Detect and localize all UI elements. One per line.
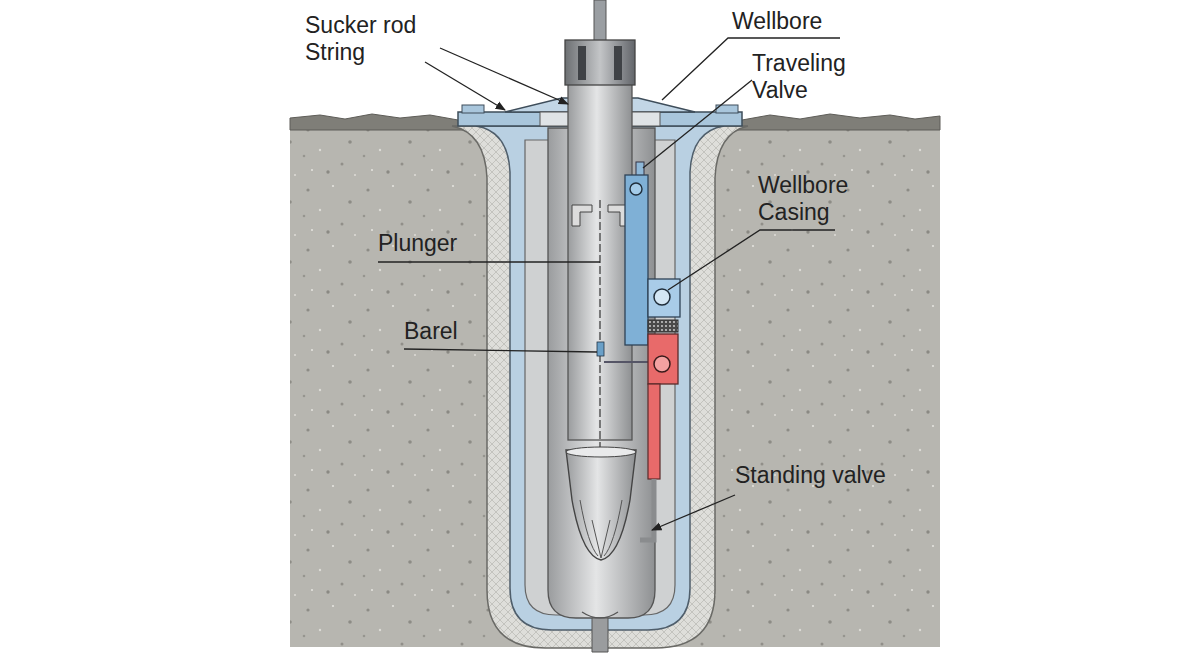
flange-tab [462,105,484,113]
pressure-line [648,384,660,479]
part-label: Sucker rod String [305,12,435,66]
valve-ball [654,289,670,305]
part-label: Traveling Valve [752,50,852,104]
valve-rim [566,447,636,457]
barrel-marker [597,342,604,356]
valve-cage [580,500,622,558]
cap-slot [614,46,622,80]
leader-line [643,80,752,168]
leader-line [425,62,505,110]
valve-link [604,361,648,363]
part-label: Plunger [378,230,457,257]
cement-sheath [452,126,748,648]
wellbore-casing [476,126,724,630]
pressure-chamber [648,334,678,384]
leader-line [668,230,835,290]
part-label: Standing valve [735,462,886,489]
part-label: Barel [404,318,458,345]
intake-nozzle [592,618,608,652]
leader-line [404,349,597,352]
leader-line [440,48,568,104]
chamber-ball [654,356,670,372]
plunger-bracket [572,205,592,226]
seal-band [648,320,678,332]
polished-rod [594,0,606,42]
part-label: Wellbore [732,8,822,35]
feed-pipe [640,479,654,540]
intake-flare [582,612,618,618]
valve-tap [636,162,644,176]
sucker-rod [599,200,601,468]
traveling-valve-channel [625,175,648,345]
leader-line [378,261,600,262]
leader-line [652,495,735,530]
traveling-valve-ball [630,183,642,195]
part-label: Wellbore Casing [758,172,868,226]
rod-cap [565,40,635,85]
cap-slot [578,46,586,80]
standing-valve-body [566,450,636,560]
